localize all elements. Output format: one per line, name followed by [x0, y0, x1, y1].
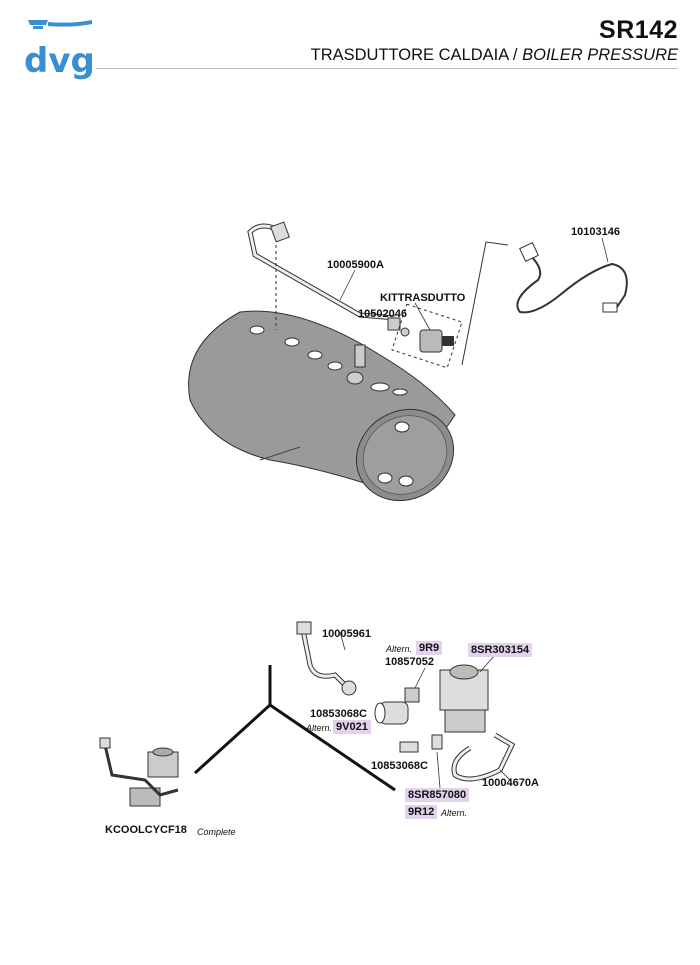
label-9r12: 9R12 [405, 805, 438, 819]
page-title: TRASDUTTORE CALDAIA / BOILER PRESSURE [311, 46, 678, 65]
label-kittrasdutto: KITTRASDUTTO [380, 292, 466, 304]
label-10502046: 10502046 [358, 308, 407, 320]
label-10857052: 10857052 [385, 656, 434, 668]
header-rule [96, 68, 678, 69]
label-8sr303154: 8SR303154 [468, 643, 533, 657]
label-10853068c-a: 10853068C [310, 708, 367, 720]
label-8sr857080: 8SR857080 [405, 788, 470, 802]
boiler-drawing [188, 221, 628, 502]
label-10004670A: 10004670A [482, 777, 539, 789]
title-italian: TRASDUTTORE CALDAIA / [310, 46, 523, 64]
label-9v021: 9V021 [333, 720, 371, 734]
label-10005961: 10005961 [322, 628, 371, 640]
label-kcoolcycf18: KCOOLCYCF18 [105, 824, 187, 836]
label-altern-c: Altern. [441, 808, 468, 818]
label-10005900A: 10005900A [327, 259, 384, 271]
label-altern-b: Altern. [306, 723, 333, 733]
coffee-cup-icon [28, 20, 48, 29]
svg-text:dvg: dvg [24, 41, 94, 80]
cooling-kit-drawing [99, 621, 516, 807]
label-9r9: 9R9 [416, 641, 443, 655]
label-10103146: 10103146 [571, 226, 620, 238]
dvg-logo: dvg [24, 20, 94, 80]
label-altern-a: Altern. [386, 644, 413, 654]
title-english: BOILER PRESSURE [522, 46, 678, 64]
label-10853068c-b: 10853068C [371, 760, 428, 772]
label-complete: Complete [197, 827, 236, 837]
page-code: SR142 [599, 16, 678, 44]
